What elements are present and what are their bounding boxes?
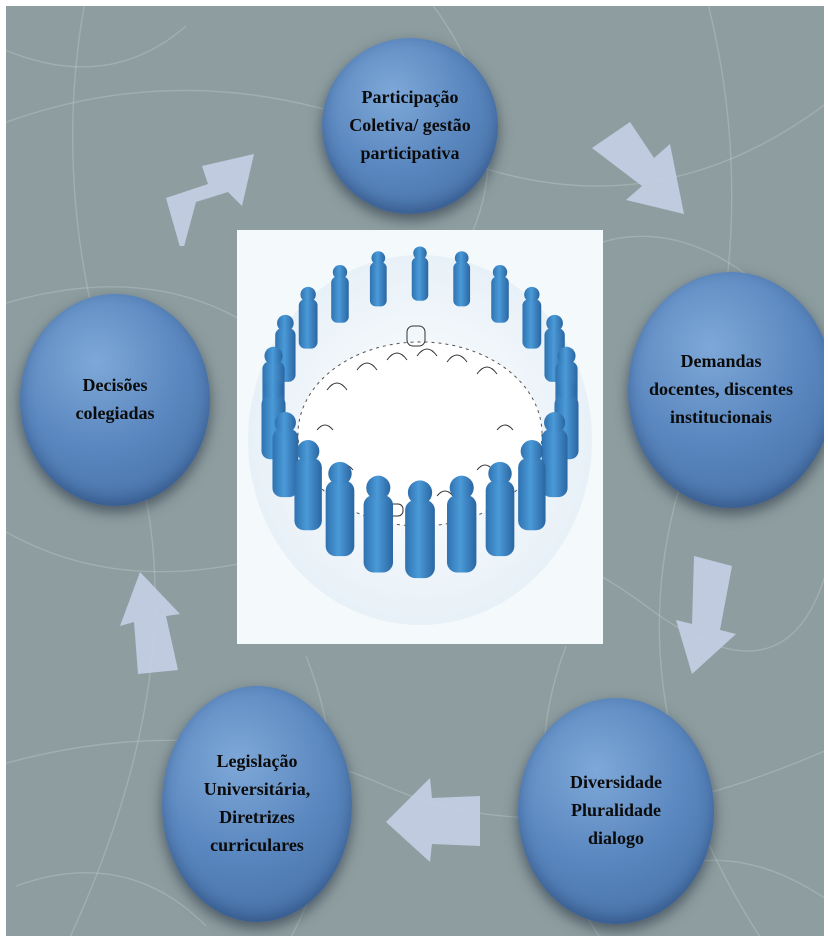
node-decisoes: Decisões colegiadas xyxy=(20,294,210,506)
person-figure-icon xyxy=(485,461,515,557)
person-figure-icon xyxy=(453,251,471,307)
node-demandas-label: Demandas docentes, discentes institucion… xyxy=(649,348,793,432)
diagram-canvas: Participação Coletiva/ gestão participat… xyxy=(6,6,824,936)
person-figure-icon xyxy=(363,475,394,573)
person-figure-icon xyxy=(405,480,435,579)
node-demandas-line-1: Demandas xyxy=(680,351,762,372)
node-decisoes-label: Decisões colegiadas xyxy=(76,372,155,428)
person-figure-icon xyxy=(518,440,546,531)
node-legislacao-line-3: Diretrizes xyxy=(219,807,295,827)
node-diversidade: Diversidade Pluralidade dialogo xyxy=(518,698,714,924)
arrow-left-icon xyxy=(386,778,480,862)
node-diversidade-line-3: dialogo xyxy=(587,827,644,848)
arrow-up-icon xyxy=(120,572,180,674)
node-participacao: Participação Coletiva/ gestão participat… xyxy=(322,38,498,214)
node-legislacao-label: Legislação Universitária, Diretrizes cur… xyxy=(204,748,310,860)
node-participacao-line-1: Participação xyxy=(361,87,459,108)
arrow-down-right-icon xyxy=(592,122,684,214)
person-figure-icon xyxy=(522,286,542,349)
person-figure-icon xyxy=(446,475,477,573)
person-figure-icon xyxy=(331,265,349,323)
person-figure-icon xyxy=(294,440,322,531)
node-legislacao-line-2: Universitária, xyxy=(203,779,311,800)
person-figure-icon xyxy=(272,412,299,498)
person-figure-icon xyxy=(325,461,355,557)
arrow-down-icon xyxy=(676,556,736,674)
arrow-right-icon xyxy=(166,154,254,246)
node-diversidade-line-1: Diversidade xyxy=(570,772,662,793)
node-participacao-label: Participação Coletiva/ gestão participat… xyxy=(349,84,470,168)
node-decisoes-line-1: Decisões xyxy=(82,375,148,396)
person-figure-icon xyxy=(298,286,318,349)
person-figure-icon xyxy=(491,265,509,323)
node-decisoes-line-2: colegiadas xyxy=(75,403,155,423)
person-figure-icon xyxy=(541,412,568,498)
node-diversidade-label: Diversidade Pluralidade dialogo xyxy=(570,769,662,853)
node-legislacao-line-1: Legislação xyxy=(216,751,298,772)
node-legislacao: Legislação Universitária, Diretrizes cur… xyxy=(162,686,352,922)
node-demandas-line-2: docentes, discentes xyxy=(649,379,793,400)
person-figure-icon xyxy=(369,251,387,307)
person-figure-icon xyxy=(411,246,429,301)
node-demandas-line-3: institucionais xyxy=(669,406,772,427)
node-legislacao-line-4: curriculares xyxy=(210,834,304,855)
node-demandas: Demandas docentes, discentes institucion… xyxy=(628,272,824,508)
node-diversidade-line-2: Pluralidade xyxy=(570,800,661,821)
node-participacao-line-2: Coletiva/ gestão xyxy=(349,115,471,136)
node-participacao-line-3: participativa xyxy=(360,142,460,163)
people-circle-meeting-illustration xyxy=(237,230,603,644)
